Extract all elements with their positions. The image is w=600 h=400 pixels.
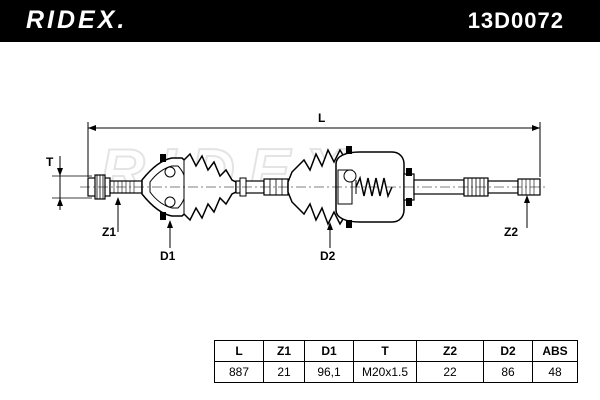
spec-value-z1: 21 [263, 361, 305, 383]
spec-value-l: 887 [214, 361, 264, 383]
spec-table-header-row: L Z1 D1 T Z2 D2 ABS [214, 340, 578, 362]
spec-value-d2: 86 [483, 361, 533, 383]
drive-shaft-drawing: RIDEX L T [46, 111, 548, 263]
brand-logo: RIDEX. [26, 6, 128, 34]
spec-header-t: T [353, 340, 417, 362]
header-bar: RIDEX. 13D0072 [0, 0, 600, 42]
spec-header-d1: D1 [304, 340, 354, 362]
spec-table-value-row: 887 21 96,1 M20x1.5 22 86 48 [214, 361, 578, 383]
spec-header-z2: Z2 [416, 340, 484, 362]
spec-value-t: M20x1.5 [353, 361, 417, 383]
label-t: T [46, 155, 54, 169]
label-z1: Z1 [102, 225, 116, 239]
spec-header-abs: ABS [532, 340, 578, 362]
spec-table: L Z1 D1 T Z2 D2 ABS 887 21 96,1 M20x1.5 … [214, 340, 578, 383]
part-number: 13D0072 [467, 8, 564, 33]
spec-value-d1: 96,1 [304, 361, 354, 383]
label-z2: Z2 [504, 225, 518, 239]
label-d2: D2 [320, 249, 336, 263]
spec-header-d2: D2 [483, 340, 533, 362]
spec-value-abs: 48 [532, 361, 578, 383]
spec-header-l: L [214, 340, 264, 362]
label-d1: D1 [160, 249, 176, 263]
spec-value-z2: 22 [416, 361, 484, 383]
spec-header-z1: Z1 [263, 340, 305, 362]
label-l: L [318, 111, 325, 125]
